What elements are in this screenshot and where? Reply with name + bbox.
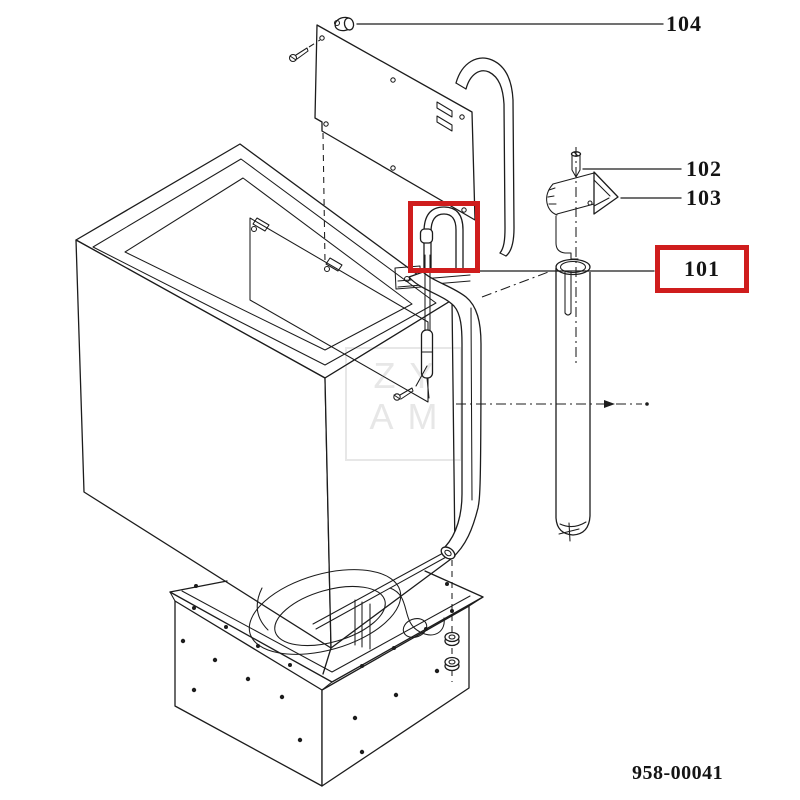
assembly-centerline-diagonal [481,270,552,298]
callout-label-103[interactable]: 103 [686,185,722,210]
drain-hose [455,57,515,257]
sensor-bulb [393,254,434,401]
callout-label-101[interactable]: 101 [684,256,720,281]
bracket-103 [546,171,619,260]
document-part-number: 958-00041 [632,762,724,784]
compressor [248,569,445,655]
cabinet [75,132,456,675]
mounting-nuts [444,631,460,672]
callout-label-104[interactable]: 104 [666,11,702,36]
nut-104 [333,16,355,32]
panel-screw [288,47,309,63]
highlight-box-callout-101: 101 [655,245,749,293]
highlight-box-part-101 [408,201,480,273]
bulb-screw [393,387,414,401]
base-unit [169,551,484,787]
tube-cover-cylinder [555,258,591,542]
centerline-arrow [456,400,649,408]
leader-lines [356,23,682,272]
callout-label-102[interactable]: 102 [686,156,722,181]
back-panel [288,24,476,221]
